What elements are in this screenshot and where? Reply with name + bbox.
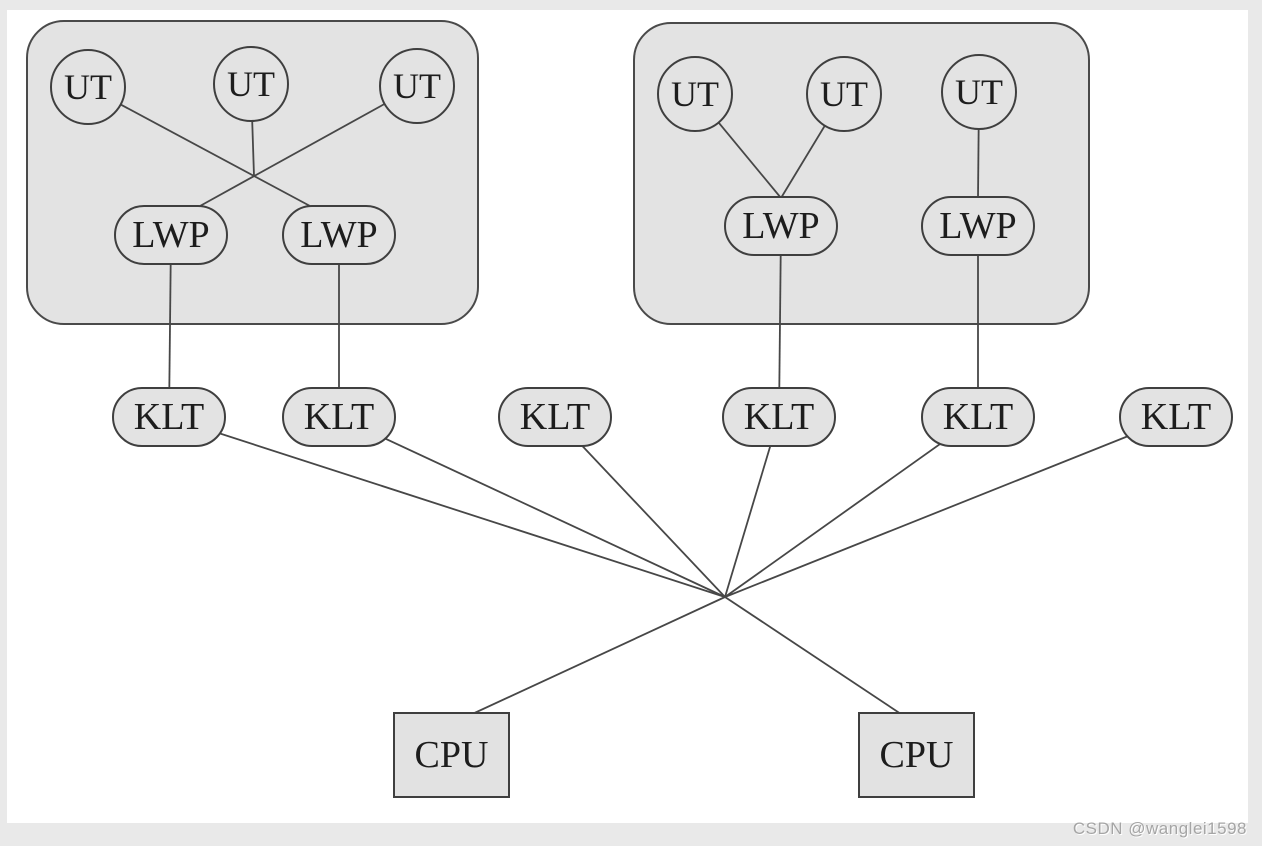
ut-node-6: UT xyxy=(941,54,1017,130)
klt-node-6: KLT xyxy=(1119,387,1233,447)
ut-node-3: UT xyxy=(379,48,455,124)
klt-node-1: KLT xyxy=(112,387,226,447)
klt-node-3: KLT xyxy=(498,387,612,447)
edge-p1-ut1-lwp2 xyxy=(87,86,311,207)
edge-klt3-junction xyxy=(554,416,726,598)
ut-node-4: UT xyxy=(657,56,733,132)
ut-node-2: UT xyxy=(213,46,289,122)
cpu-node-2: CPU xyxy=(858,712,975,798)
klt-node-5: KLT xyxy=(921,387,1035,447)
edge-junction-cpu1 xyxy=(454,596,726,723)
lwp-node-2: LWP xyxy=(282,205,396,265)
edge-klt1-junction xyxy=(168,416,726,598)
watermark: CSDN @wanglei1598 xyxy=(1072,819,1247,838)
lwp-node-1: LWP xyxy=(114,205,228,265)
ut-node-1: UT xyxy=(50,49,126,125)
edge-klt6-junction xyxy=(724,416,1177,598)
edge-junction-cpu2 xyxy=(724,596,914,723)
ut-node-5: UT xyxy=(806,56,882,132)
edge-p2-lwp1-klt4 xyxy=(778,225,782,418)
edge-klt4-junction xyxy=(724,416,780,598)
lwp-node-4: LWP xyxy=(921,196,1035,256)
lwp-node-3: LWP xyxy=(724,196,838,256)
edge-klt5-junction xyxy=(724,416,979,598)
edge-p1-lwp1-klt1 xyxy=(168,234,172,418)
edge-klt2-junction xyxy=(338,416,726,598)
klt-node-2: KLT xyxy=(282,387,396,447)
edge-p1-ut3-lwp1 xyxy=(199,85,418,207)
cpu-node-1: CPU xyxy=(393,712,510,798)
diagram-canvas: UT UT UT UT UT UT LWP LWP LWP LWP KLT KL… xyxy=(7,10,1248,823)
klt-node-4: KLT xyxy=(722,387,836,447)
